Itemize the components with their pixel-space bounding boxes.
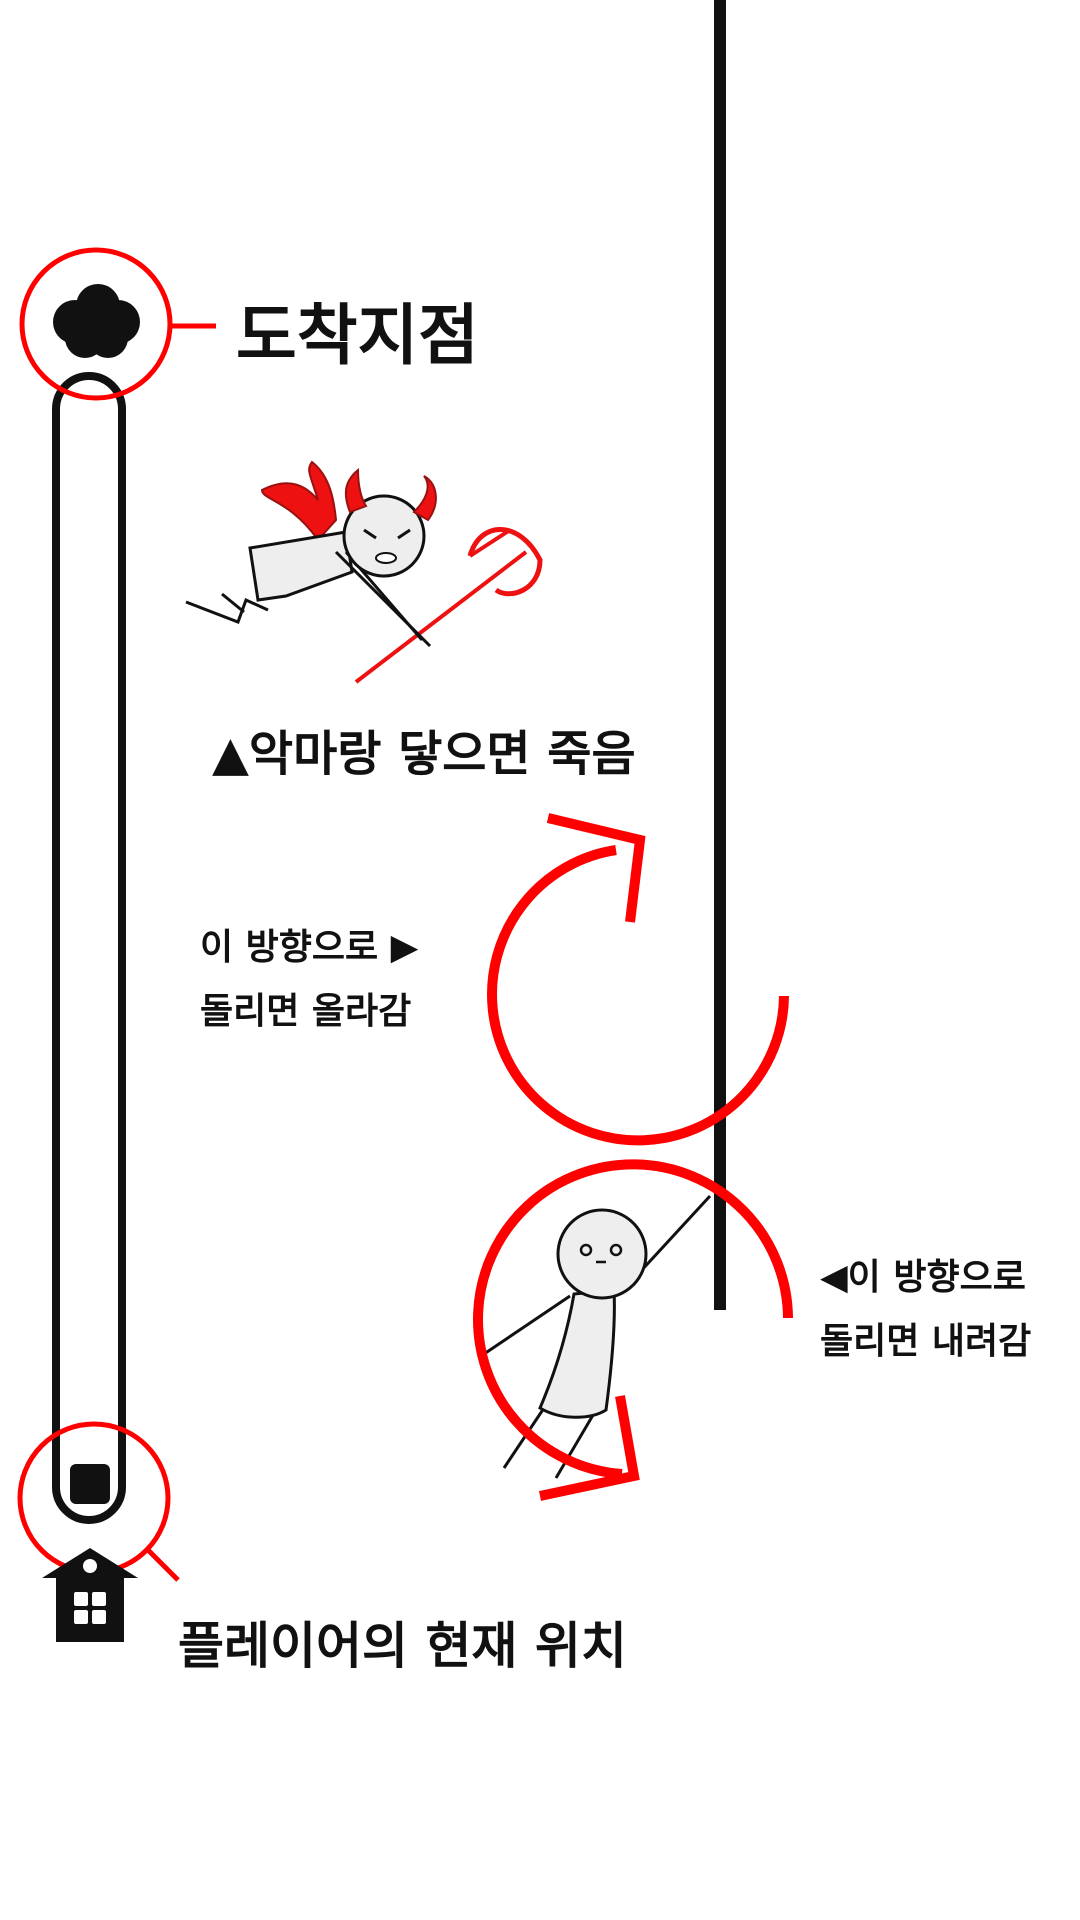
- rotate-up-arrow: [487, 813, 789, 1146]
- rotate-up-hint-line2: 돌리면 올라감: [200, 991, 412, 1032]
- cloud-icon: [53, 284, 140, 358]
- devil-character: [185, 460, 543, 684]
- goal-label: 도착지점: [236, 297, 479, 374]
- house-icon: [42, 1548, 138, 1642]
- player-position-marker: [70, 1464, 110, 1504]
- rotate-down-hint-line1: ◀이 방향으로: [820, 1257, 1026, 1298]
- rotate-down-arrow: [473, 1159, 793, 1501]
- progress-track: [52, 372, 126, 1524]
- rotate-up-hint: 이 방향으로 ▶ 돌리면 올라감: [200, 916, 418, 1044]
- position-pointer-line: [146, 1548, 180, 1582]
- player-character: [483, 1194, 712, 1479]
- rotate-down-hint: ◀이 방향으로 돌리면 내려감: [820, 1246, 1031, 1374]
- rotate-down-hint-line2: 돌리면 내려감: [820, 1321, 1032, 1362]
- devil-warning-label: ▲악마랑 닿으면 죽음: [212, 726, 636, 782]
- rotate-up-hint-line1: 이 방향으로 ▶: [200, 927, 419, 968]
- player-position-label: 플레이어의 현재 위치: [178, 1617, 627, 1675]
